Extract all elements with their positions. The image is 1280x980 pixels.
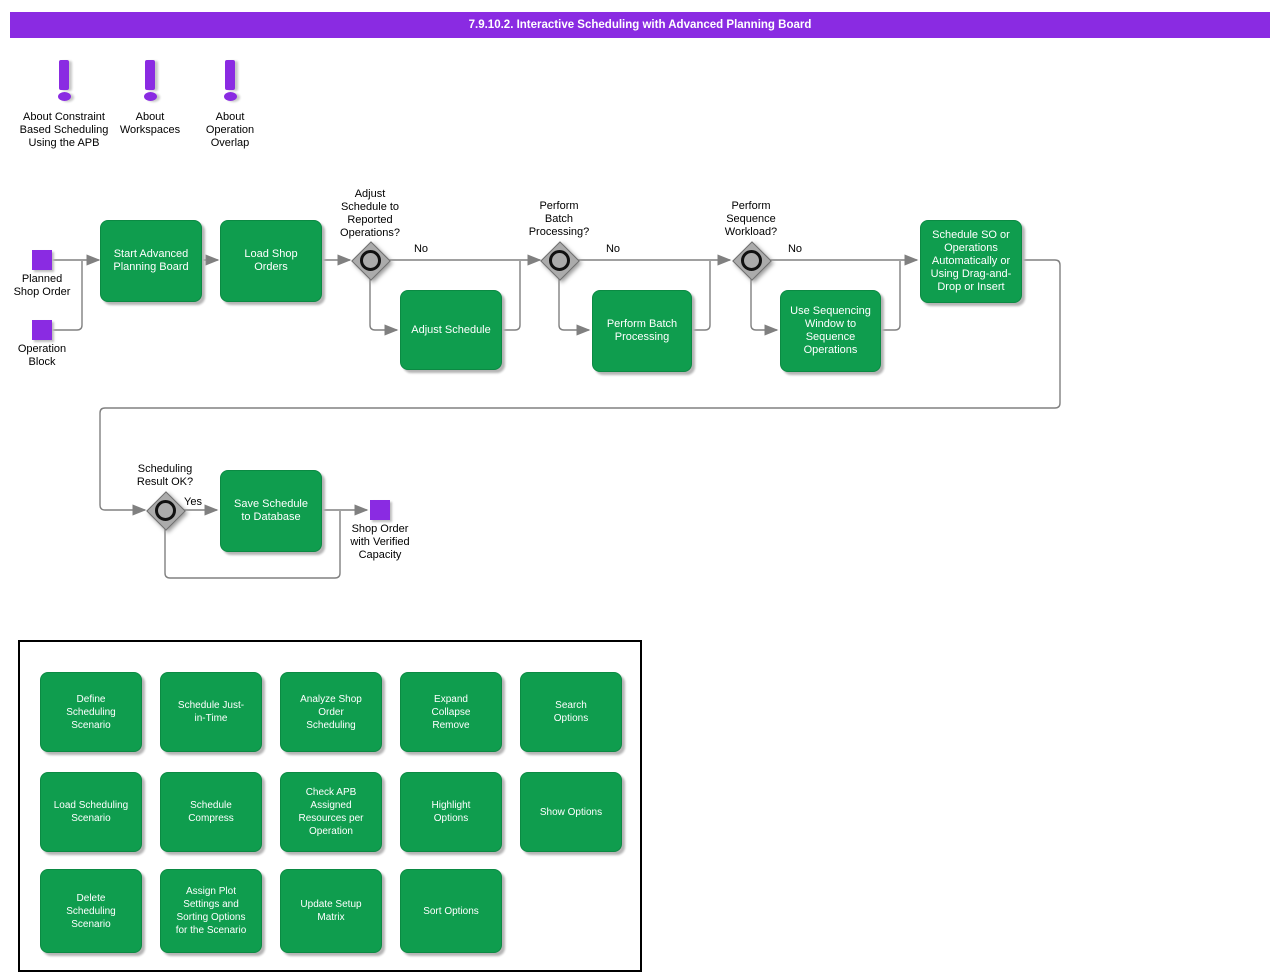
exclamation-icon: [143, 60, 157, 101]
button-search-options[interactable]: Search Options: [520, 672, 622, 752]
process-perform-batch-processing[interactable]: Perform Batch Processing: [592, 290, 692, 372]
process-label: Perform Batch Processing: [606, 318, 678, 343]
process-schedule-so-operations[interactable]: Schedule SO or Operations Automatically …: [920, 220, 1022, 303]
button-label: Assign Plot Settings and Sorting Options…: [175, 886, 247, 936]
process-label: Schedule SO or Operations Automatically …: [930, 229, 1012, 293]
page-title: 7.9.10.2. Interactive Scheduling with Ad…: [10, 12, 1270, 38]
branch-label-no: No: [413, 243, 429, 255]
button-label: Highlight Options: [431, 800, 471, 824]
process-label: Load Shop Orders: [244, 248, 298, 273]
terminator-shop-order-verified[interactable]: [370, 500, 390, 520]
button-label: Analyze Shop Order Scheduling: [300, 693, 362, 731]
connector: [690, 261, 711, 331]
button-check-apb-assigned-resources[interactable]: Check APB Assigned Resources per Operati…: [280, 772, 382, 852]
button-show-options[interactable]: Show Options: [520, 772, 622, 852]
button-label: Check APB Assigned Resources per Operati…: [298, 787, 364, 837]
connector: [500, 261, 521, 331]
connector: [369, 279, 399, 336]
button-highlight-options[interactable]: Highlight Options: [400, 772, 502, 852]
decision-perform-sequence-workload[interactable]: [732, 241, 772, 281]
button-label: Schedule Compress: [188, 800, 234, 824]
branch-label-yes: Yes: [184, 496, 202, 508]
exclamation-icon: [57, 60, 71, 101]
circle-icon: [740, 249, 762, 271]
circle-icon: [548, 249, 570, 271]
process-label: Adjust Schedule: [411, 323, 491, 336]
button-label: Load Scheduling Scenario: [53, 800, 129, 824]
process-load-shop-orders[interactable]: Load Shop Orders: [220, 220, 322, 302]
connector: [558, 279, 591, 336]
button-label: Expand Collapse Remove: [431, 693, 471, 731]
decision-scheduling-result-ok[interactable]: [146, 491, 186, 531]
button-label: Define Scheduling Scenario: [66, 693, 116, 731]
connector: [879, 261, 901, 331]
button-schedule-compress[interactable]: Schedule Compress: [160, 772, 262, 852]
button-schedule-just-in-time[interactable]: Schedule Just- in-Time: [160, 672, 262, 752]
process-save-schedule-to-database[interactable]: Save Schedule to Database: [220, 470, 322, 552]
branch-label-no: No: [605, 243, 621, 255]
note-about-operation-overlap[interactable]: About Operation Overlap: [180, 60, 280, 150]
button-update-setup-matrix[interactable]: Update Setup Matrix: [280, 869, 382, 953]
note-label: About Constraint Based Scheduling Using …: [19, 111, 109, 149]
note-about-workspaces[interactable]: About Workspaces: [100, 60, 200, 137]
button-analyze-shop-order-scheduling[interactable]: Analyze Shop Order Scheduling: [280, 672, 382, 752]
shop-order-verified-label: Shop Order with Verified Capacity: [350, 523, 410, 561]
button-label: Delete Scheduling Scenario: [66, 892, 116, 930]
button-expand-collapse-remove[interactable]: Expand Collapse Remove: [400, 672, 502, 752]
button-label: Sort Options: [423, 905, 479, 917]
button-define-scheduling-scenario[interactable]: Define Scheduling Scenario: [40, 672, 142, 752]
planned-shop-order-label: Planned Shop Order: [13, 273, 71, 298]
decision-question-scheduling-result: Scheduling Result OK?: [136, 463, 194, 488]
operation-block-label: Operation Block: [17, 343, 67, 368]
process-label: Save Schedule to Database: [234, 498, 308, 523]
process-label: Start Advanced Planning Board: [113, 248, 189, 273]
button-label: Update Setup Matrix: [300, 899, 362, 923]
button-label: Schedule Just- in-Time: [177, 700, 245, 724]
button-load-scheduling-scenario[interactable]: Load Scheduling Scenario: [40, 772, 142, 852]
decision-question-adjust-schedule: Adjust Schedule to Reported Operations?: [340, 188, 400, 239]
note-label: About Operation Overlap: [205, 111, 255, 149]
terminator-operation-block[interactable]: [32, 320, 52, 340]
button-label: Show Options: [539, 806, 603, 818]
branch-label-no: No: [787, 243, 803, 255]
circle-icon: [154, 499, 176, 521]
connector: [750, 279, 779, 336]
exclamation-icon: [223, 60, 237, 101]
note-label: About Workspaces: [119, 111, 181, 136]
decision-perform-batch-processing[interactable]: [540, 241, 580, 281]
process-use-sequencing-window[interactable]: Use Sequencing Window to Sequence Operat…: [780, 290, 881, 372]
circle-icon: [359, 249, 381, 271]
process-start-advanced-planning-board[interactable]: Start Advanced Planning Board: [100, 220, 202, 302]
note-about-constraint-based-scheduling[interactable]: About Constraint Based Scheduling Using …: [0, 60, 128, 150]
decision-question-perform-sequence: Perform Sequence Workload?: [724, 200, 778, 238]
button-delete-scheduling-scenario[interactable]: Delete Scheduling Scenario: [40, 869, 142, 953]
button-sort-options[interactable]: Sort Options: [400, 869, 502, 953]
button-assign-plot-settings[interactable]: Assign Plot Settings and Sorting Options…: [160, 869, 262, 953]
decision-question-perform-batch: Perform Batch Processing?: [528, 200, 590, 238]
button-label: Search Options: [553, 700, 589, 724]
decision-adjust-schedule[interactable]: [351, 241, 391, 281]
process-adjust-schedule[interactable]: Adjust Schedule: [400, 290, 502, 370]
process-label: Use Sequencing Window to Sequence Operat…: [790, 305, 871, 356]
terminator-planned-shop-order[interactable]: [32, 250, 52, 270]
